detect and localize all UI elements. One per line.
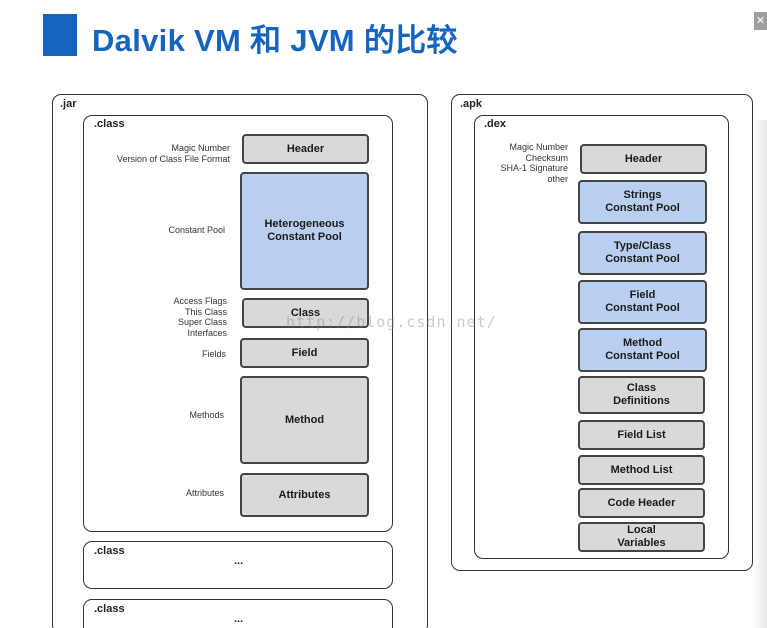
dex-strings-pool-box: Strings Constant Pool	[578, 180, 707, 224]
dex-type-class-pool-box: Type/Class Constant Pool	[578, 231, 707, 275]
jar-class-box: Class	[242, 298, 369, 328]
jar-method-text: Method	[284, 413, 325, 426]
dex-header-side-label: Magic Number Checksum SHA-1 Signature ot…	[500, 142, 568, 184]
dex-class-defs-text: Class Definitions	[613, 382, 670, 407]
dex-code-header-box: Code Header	[578, 488, 705, 518]
dex-local-vars-box: Local Variables	[578, 522, 705, 552]
apk-dex-label: .dex	[484, 118, 507, 130]
constant-pool-side-label: Constant Pool	[168, 225, 225, 235]
dex-header-box: Header	[580, 144, 707, 174]
jar-extra-class-label-1: .class	[94, 545, 125, 557]
jar-class-label: .class	[94, 118, 125, 130]
jar-class-text: Class	[290, 306, 321, 319]
jar-method-box: Method	[240, 376, 369, 464]
dex-header-text: Header	[624, 152, 663, 165]
dex-code-header-text: Code Header	[607, 496, 676, 509]
watermark-text: http://blog.csdn.net/	[286, 313, 497, 331]
header-side-label: Magic Number Version of Class File Forma…	[116, 143, 230, 164]
jar-extra-class-dots-2: ...	[234, 613, 244, 625]
dex-field-list-text: Field List	[617, 428, 666, 441]
right-edge-shadow	[753, 120, 767, 628]
jar-extra-class-frame-1	[83, 541, 393, 589]
jar-constant-pool-text: Heterogeneous Constant Pool	[264, 218, 345, 243]
page-title: Dalvik VM 和 JVM 的比较	[92, 23, 458, 58]
jar-attributes-box: Attributes	[240, 473, 369, 517]
jar-extra-class-label-2: .class	[94, 603, 125, 615]
dex-method-list-box: Method List	[578, 455, 705, 485]
jar-header-text: Header	[286, 142, 325, 155]
dex-local-vars-text: Local Variables	[617, 524, 666, 549]
jar-constant-pool-box: Heterogeneous Constant Pool	[240, 172, 369, 290]
dex-class-defs-box: Class Definitions	[578, 376, 705, 414]
dex-strings-pool-text: Strings Constant Pool	[605, 189, 680, 214]
dex-field-list-box: Field List	[578, 420, 705, 450]
dex-type-class-pool-text: Type/Class Constant Pool	[605, 240, 680, 265]
fields-side-label: Fields	[201, 349, 226, 359]
apk-label: .apk	[460, 98, 483, 110]
jar-field-box: Field	[240, 338, 369, 368]
dex-method-list-text: Method List	[610, 463, 673, 476]
title-accent-bar	[43, 14, 77, 56]
dex-field-pool-box: Field Constant Pool	[578, 280, 707, 324]
dex-method-pool-text: Method Constant Pool	[605, 337, 680, 362]
jar-extra-class-dots-1: ...	[234, 555, 244, 567]
jar-label: .jar	[60, 98, 77, 110]
dex-method-pool-box: Method Constant Pool	[578, 328, 707, 372]
close-icon[interactable]: ✕	[754, 12, 767, 30]
methods-side-label: Methods	[189, 410, 224, 420]
class-side-label: Access Flags This Class Super Class Inte…	[173, 296, 227, 338]
jar-field-text: Field	[291, 346, 318, 359]
jar-extra-class-frame-2	[83, 599, 393, 628]
jar-header-box: Header	[242, 134, 369, 164]
dex-field-pool-text: Field Constant Pool	[605, 289, 680, 314]
jar-attributes-text: Attributes	[278, 488, 331, 501]
attributes-side-label: Attributes	[185, 488, 224, 498]
